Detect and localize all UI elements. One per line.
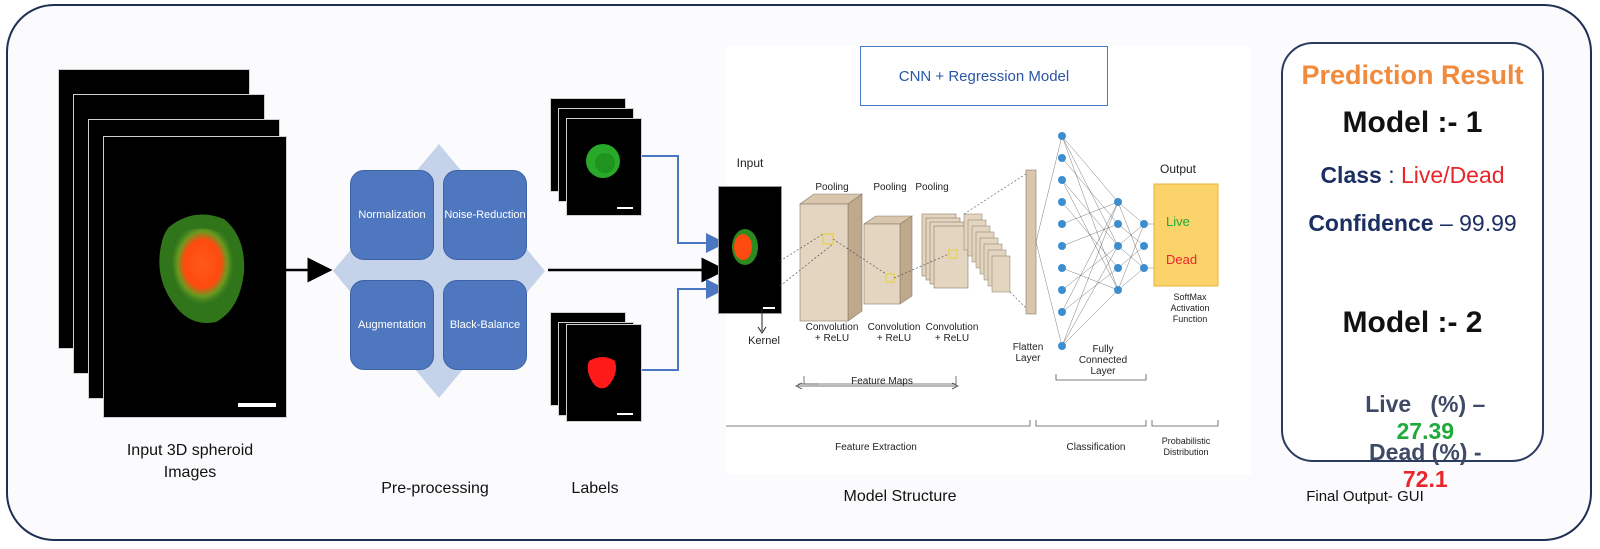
conv-label-1: Convolution + ReLU: [805, 322, 859, 344]
conv-label-2: Convolution + ReLU: [867, 322, 921, 344]
model-title-box: CNN + Regression Model: [860, 46, 1108, 106]
output-live-label: Live: [1166, 214, 1190, 229]
output-dead-label: Dead: [1166, 252, 1198, 267]
dead-percent-value: 72.1: [1402, 466, 1448, 492]
step-black-balance: Black-Balance: [443, 280, 527, 370]
dead-label-front: [566, 324, 642, 422]
model-input-image: [718, 186, 782, 314]
live-spheroid-image: [586, 144, 633, 209]
feature-maps-label: Feature Maps: [851, 376, 913, 387]
kernel-label: Kernel: [748, 335, 780, 347]
model-structure-panel: CNN + Regression Model Input Kernel: [718, 46, 1251, 475]
confidence-value: 99.99: [1459, 210, 1517, 236]
cnn-architecture: [726, 132, 1219, 427]
spheroid-image: [159, 214, 276, 407]
arrow-dead-label-to-model: [638, 279, 726, 371]
classification-label: Classification: [1066, 442, 1126, 453]
arrow-live-label-to-model: [638, 155, 726, 253]
live-percent-row: Live (%) – 27.39: [1283, 364, 1542, 472]
dead-percent-label: Dead (%) -: [1369, 439, 1482, 465]
dead-percent-row: Dead (%) - 72.1: [1283, 412, 1542, 520]
model1-heading: Model :- 1: [1342, 106, 1483, 139]
class-row: Class : Live/Dead: [1283, 162, 1542, 189]
prediction-result-panel: Prediction Result Model :- 1 Class : Liv…: [1281, 42, 1544, 492]
confidence-separator: –: [1439, 210, 1453, 236]
labels-caption: Labels: [571, 480, 619, 497]
model-input-label: Input: [736, 156, 764, 170]
input-caption-line2: Images: [163, 464, 217, 481]
model-input-spheroid: [732, 229, 775, 309]
class-label: Class: [1320, 162, 1382, 188]
output-label: Output: [1159, 162, 1197, 176]
step-normalization: Normalization: [350, 170, 434, 260]
step-augmentation: Augmentation: [350, 280, 434, 370]
feature-extraction-label: Feature Extraction: [835, 442, 917, 453]
probabilistic-distribution-label: Probabilistic Distribution: [1161, 436, 1211, 457]
live-label-front: [566, 118, 642, 216]
class-value: Live/Dead: [1400, 162, 1505, 188]
class-separator: :: [1388, 162, 1395, 188]
flatten-layer-label: Flatten Layer: [1012, 342, 1044, 364]
prediction-result-title: Prediction Result: [1301, 60, 1524, 90]
fc-layer-label: Fully Connected Layer: [1078, 344, 1128, 377]
softmax-label: SoftMax Activation Function: [1170, 292, 1210, 324]
pooling-label-1: Pooling: [815, 182, 849, 193]
live-percent-label: Live (%) –: [1365, 391, 1486, 417]
pooling-label-3: Pooling: [915, 182, 949, 193]
live-percent-value: 27.39: [1396, 418, 1455, 444]
confidence-label: Confidence: [1308, 210, 1434, 236]
step-noise-reduction: Noise-Reduction: [443, 170, 527, 260]
preprocessing-caption: Pre-processing: [381, 480, 489, 497]
model-structure-caption: Model Structure: [843, 488, 957, 505]
final-output-caption: Final Output- GUI: [1306, 488, 1424, 505]
conv-label-3: Convolution + ReLU: [925, 322, 979, 344]
stack-image-front: [103, 136, 287, 418]
model2-heading: Model :- 2: [1342, 306, 1483, 339]
confidence-row: Confidence – 99.99: [1283, 210, 1542, 237]
dead-spheroid-image: [587, 357, 633, 415]
pooling-label-2: Pooling: [873, 182, 907, 193]
input-caption-line1: Input 3D spheroid: [126, 442, 254, 459]
